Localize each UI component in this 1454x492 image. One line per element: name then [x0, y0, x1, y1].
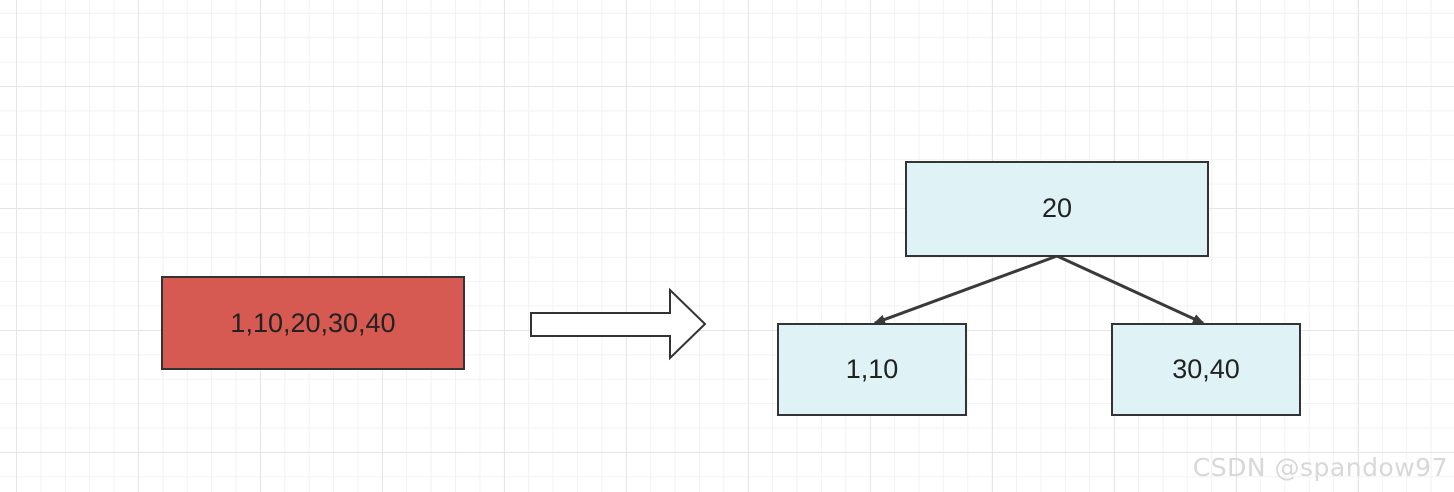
source-node-box [161, 276, 465, 370]
left-child-box [777, 323, 967, 416]
root-node-box [905, 161, 1209, 257]
edge-root-to-right [1056, 254, 1205, 325]
transform-arrow-icon [530, 287, 707, 361]
right-child-box [1111, 323, 1301, 416]
left-child-label: 1,10 [846, 354, 899, 384]
right-child-label: 30,40 [1172, 354, 1240, 384]
edge-root-to-left [873, 254, 1058, 325]
root-node-label: 20 [1042, 193, 1072, 223]
left-child-node[interactable]: 1,10 [777, 323, 967, 416]
right-child-node[interactable]: 30,40 [1111, 323, 1301, 416]
watermark: CSDN @spandow97 [1192, 453, 1448, 482]
source-node-label: 1,10,20,30,40 [230, 308, 395, 338]
root-node[interactable]: 20 [905, 161, 1209, 257]
source-node[interactable]: 1,10,20,30,40 [161, 276, 465, 370]
